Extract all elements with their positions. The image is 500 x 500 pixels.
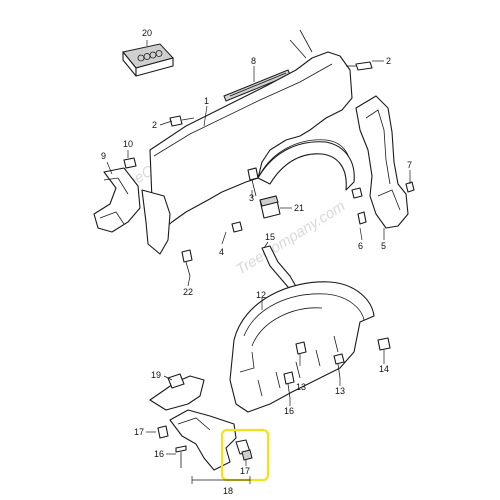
leader-lines [106, 40, 411, 484]
callout-16-mid: 16 [284, 406, 294, 416]
fasteners [123, 61, 415, 468]
part-5-bracket [355, 95, 409, 229]
callout-7: 7 [407, 160, 412, 170]
watermark-2: TreeCompany.com [233, 198, 348, 279]
callout-13-mid: 13 [296, 382, 306, 392]
callout-19: 19 [151, 370, 161, 380]
callout-labels: 20 8 2 1 2 10 9 7 3 21 4 6 5 15 22 12 14… [101, 28, 412, 496]
callout-5: 5 [381, 241, 386, 251]
callout-3: 3 [249, 193, 254, 203]
callout-2-top: 2 [386, 56, 391, 66]
callout-8: 8 [251, 56, 256, 66]
callout-2-left: 2 [152, 120, 157, 130]
part-1-fender [149, 29, 353, 233]
callout-1: 1 [204, 96, 209, 106]
callout-15: 15 [265, 232, 275, 242]
callout-9: 9 [101, 151, 106, 161]
callout-12: 12 [256, 290, 266, 300]
part-9-10-bracket [93, 167, 171, 255]
callout-13-right: 13 [335, 386, 345, 396]
callout-14: 14 [379, 364, 389, 374]
callout-10: 10 [123, 139, 133, 149]
callout-17-highlighted: 17 [240, 466, 250, 476]
callout-6: 6 [358, 241, 363, 251]
part-21-clip [259, 195, 281, 219]
callout-17-left: 17 [134, 427, 144, 437]
callout-16-left: 16 [154, 449, 164, 459]
callout-22: 22 [183, 287, 193, 297]
fender-wheel-arch [257, 141, 355, 191]
part-20-emblem [122, 43, 174, 77]
part-18-19-lower-bracket [149, 373, 237, 471]
callout-21: 21 [294, 203, 304, 213]
callout-20: 20 [142, 28, 152, 38]
callout-18: 18 [223, 486, 233, 496]
callout-4: 4 [219, 247, 224, 257]
